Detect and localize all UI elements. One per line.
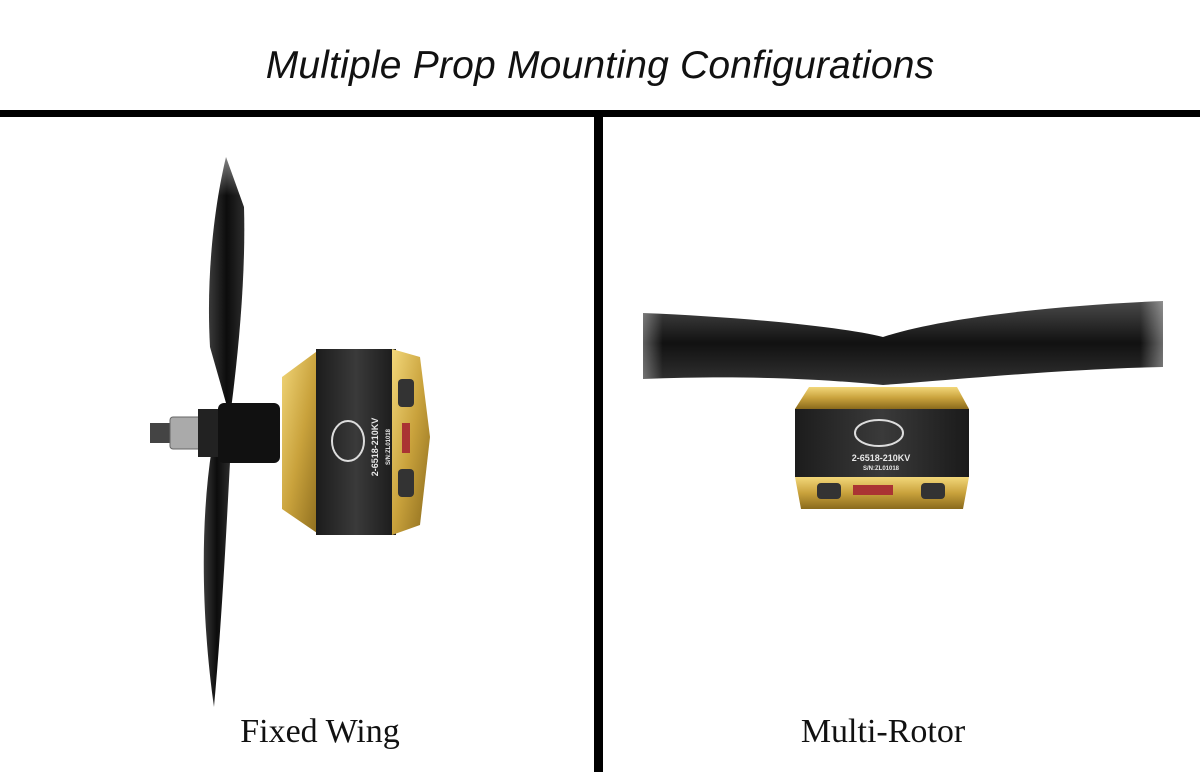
scorpion-logo-icon [854, 419, 904, 447]
multi-rotor-photo: 2-6518-210KV S/N:ZL01018 [603, 117, 1200, 772]
multi-rotor-caption: Multi-Rotor [800, 713, 966, 750]
page-title: Multiple Prop Mounting Configurations [265, 44, 935, 87]
motor-serial-label: S/N:ZL01018 [863, 466, 900, 472]
motor-serial-label: S/N:ZL01018 [386, 428, 392, 465]
multi-rotor-panel: 2-6518-210KV S/N:ZL01018 Multi-Rotor [603, 117, 1200, 772]
fixed-wing-caption: Fixed Wing [240, 713, 400, 750]
motor-model-label: 2-6518-210KV [370, 418, 380, 477]
scorpion-logo-icon [331, 420, 365, 462]
vertical-divider [594, 110, 603, 772]
fixed-wing-photo: 2-6518-210KV S/N:ZL01018 [0, 117, 594, 772]
fixed-wing-panel: 2-6518-210KV S/N:ZL01018 Fixed Wing [0, 117, 594, 772]
motor-model-label: 2-6518-210KV [852, 453, 911, 463]
